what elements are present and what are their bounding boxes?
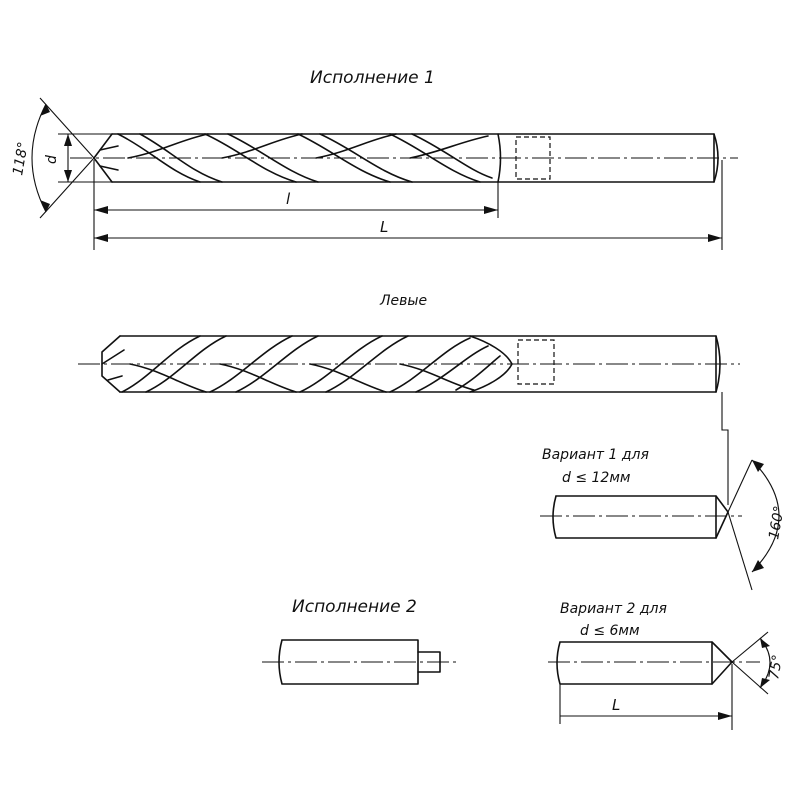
left-hand-flutes	[121, 335, 501, 393]
variant-2-title-line2: d ≤ 6мм	[580, 623, 640, 639]
variant-1-title-line2: d ≤ 12мм	[562, 470, 631, 486]
variant-1-angle-arc	[751, 459, 780, 573]
execution-2-view: Исполнение 2	[262, 597, 458, 685]
variant-1-leader-line	[721, 392, 729, 505]
left-hand-view: Левые	[78, 293, 740, 393]
execution-1-diameter-label: d	[44, 155, 60, 164]
execution-1-title: Исполнение 1	[310, 68, 435, 88]
execution-1-flute-length-label: l	[286, 190, 291, 208]
execution-1-hidden-neck	[515, 136, 551, 180]
execution-1-view: Исполнение 1	[10, 68, 738, 250]
variant-2-view: Вариант 2 для d ≤ 6мм 75° L	[548, 601, 786, 730]
execution-1-total-length-label: L	[380, 218, 388, 236]
variant-2-angle-label: 75°	[766, 653, 786, 680]
variant-2-length-label: L	[612, 696, 620, 714]
variant-2-title-line1: Вариант 2 для	[560, 601, 667, 617]
execution-1-angle-label: 118°	[10, 141, 32, 177]
left-hand-title: Левые	[379, 293, 427, 309]
execution-2-shank	[278, 639, 441, 685]
variant-2-shank	[556, 641, 733, 685]
left-hand-body-outline	[119, 335, 513, 393]
variant-1-title-line1: Вариант 1 для	[542, 447, 649, 463]
variant-1-view: Вариант 1 для d ≤ 12мм 160°	[540, 447, 788, 591]
execution-1-flutes	[117, 133, 493, 183]
left-hand-hidden-neck	[517, 339, 555, 385]
execution-2-title: Исполнение 2	[292, 597, 417, 617]
execution-1-tip-edge	[99, 145, 119, 171]
variant-1-shank	[552, 495, 729, 539]
variant-1-angle-label: 160°	[766, 505, 788, 541]
